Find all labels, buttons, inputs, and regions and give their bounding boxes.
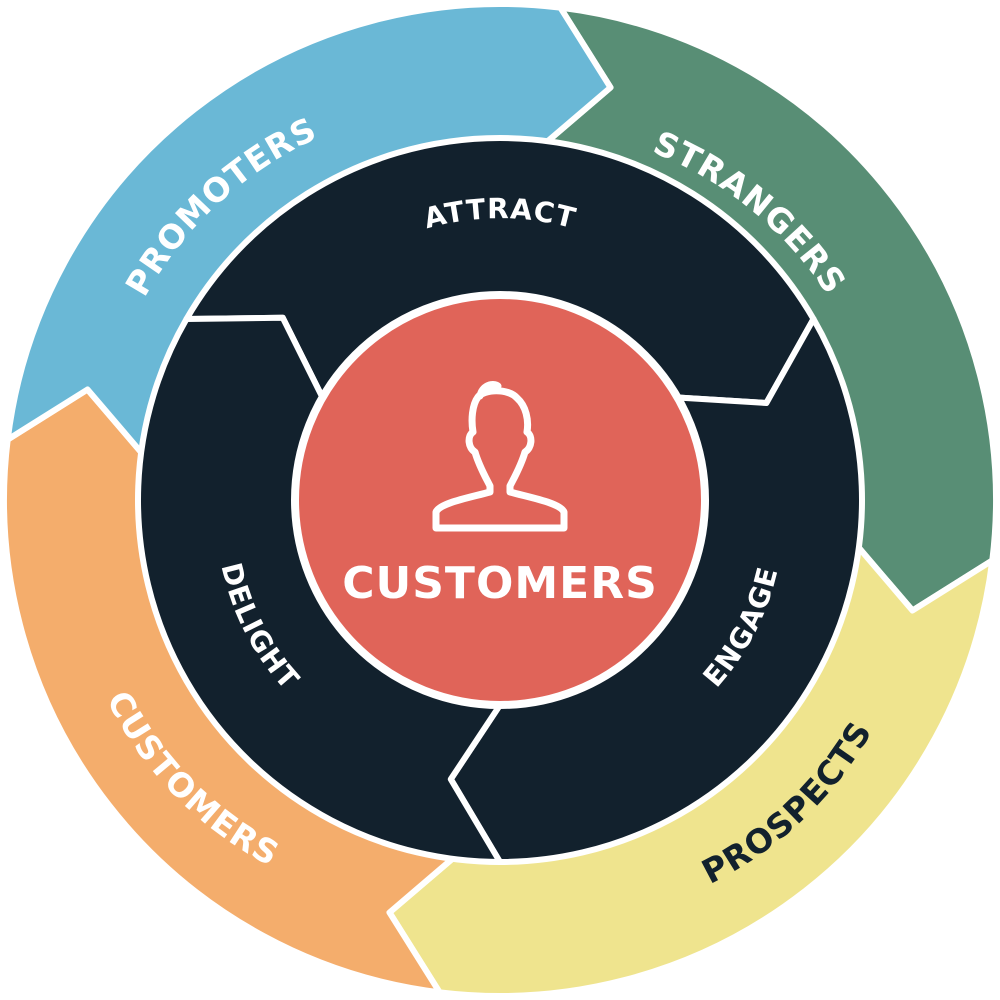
center-label: CUSTOMERS bbox=[342, 558, 658, 609]
center-circle bbox=[291, 291, 709, 709]
person-icon bbox=[432, 380, 568, 532]
